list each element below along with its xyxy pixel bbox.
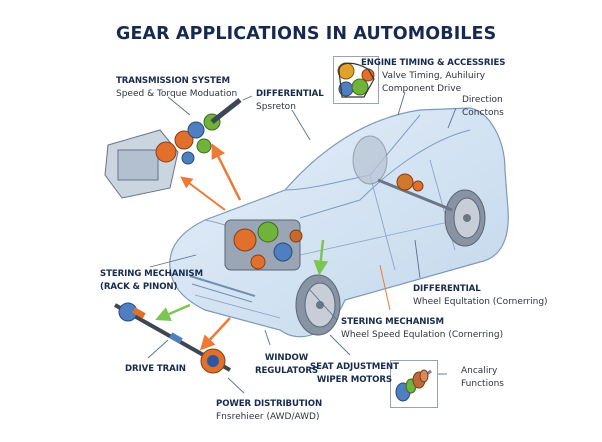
label-seat-adjustment: SEAT ADJUSTMENT WIPER MOTORS: [310, 361, 399, 387]
diagram-title: GEAR APPLICATIONS IN AUTOMOBILES: [116, 24, 497, 44]
label-line2: REGULATORS: [255, 366, 318, 376]
rear-differential-gear: [377, 173, 453, 212]
label-transmission-system: TRANSMISSION SYSTEM Speed & Torque Modua…: [116, 75, 237, 101]
rear-wheel-far: [352, 135, 388, 185]
label-heading: STERING MECHANISM: [341, 317, 444, 327]
label-heading: TRANSMISSION SYSTEM: [116, 76, 230, 86]
label-drive-train: DRIVE TRAIN: [125, 363, 186, 376]
gear-shaft-icon: [395, 369, 432, 402]
label-line1: WINDOW: [264, 353, 309, 363]
label-line1: SEAT ADJUSTMENT: [310, 362, 399, 372]
label-line1: Ancaliry: [461, 366, 498, 376]
label-engine-timing-sub: Valve Timing, Auhiluiry Component Drive: [382, 70, 485, 96]
label-sub: Wheel Speed Equlation (Cornerring): [341, 330, 504, 340]
label-heading: DIFFERENTIAL: [256, 89, 324, 99]
label-sub-line1: Valve Timing, Auhiluiry: [382, 71, 486, 81]
label-differential-right: DIFFERENTIAL Wheel Equltation (Cornerrin…: [413, 283, 548, 309]
label-heading: POWER DISTRIBUTION: [216, 399, 323, 409]
label-differential-top: DIFFERENTIAL Spsreton: [256, 88, 324, 114]
label-heading: ENGINE TIMING & ACCESSRIES: [361, 58, 506, 68]
leader-orange: [379, 264, 391, 311]
label-sub: Speed & Torque Moduation: [116, 89, 238, 99]
label-steering-wheel-speed: STERING MECHANISM Wheel Speed Equlation …: [341, 316, 503, 342]
label-ancillary-functions: Ancaliry Functions: [461, 365, 504, 391]
arrow-green-front: [313, 239, 329, 276]
label-line1: STERING MECHANISM: [100, 269, 203, 279]
ancillary-thumbnail: [390, 360, 438, 408]
label-sub: Fnsrehieer (AWD/AWD): [216, 412, 320, 422]
arrow-to-gearset: [211, 143, 242, 201]
engine-timing-thumbnail: [333, 56, 379, 104]
engine-gears: [224, 219, 303, 271]
rear-wheel: [444, 189, 486, 247]
label-window-regulators: WINDOW REGULATORS: [255, 352, 318, 378]
label-power-distribution: POWER DISTRIBUTION Fnsrehieer (AWD/AWD): [216, 398, 322, 424]
leader-lines: [147, 91, 457, 394]
label-steering-rack: STERING MECHANISM (RACK & PINON): [100, 268, 203, 294]
belt-drive-icon: [337, 62, 375, 98]
label-sub: Spsreton: [256, 102, 296, 112]
label-line2: Functions: [461, 379, 504, 389]
label-sub: Wheel Equltation (Cornerring): [413, 297, 548, 307]
label-direction-controls: Direction Conctons: [462, 94, 504, 120]
label-sub-line2: Component Drive: [382, 84, 462, 94]
label-line2: (RACK & PINON): [100, 282, 178, 292]
label-heading: DIFFERENTIAL: [413, 284, 481, 294]
label-engine-timing: ENGINE TIMING & ACCESSRIES: [361, 57, 505, 70]
drive-shaft: [114, 302, 231, 374]
transmission-assembly: [104, 98, 242, 199]
label-heading: DRIVE TRAIN: [125, 364, 186, 374]
label-line1: Direction: [462, 95, 503, 105]
label-line2: WIPER MOTORS: [316, 375, 392, 385]
arrow-to-power-distribution: [199, 317, 231, 351]
arrow-to-drive-shaft: [155, 303, 191, 321]
label-line2: Conctons: [462, 108, 504, 118]
front-wheel: [295, 274, 341, 336]
arrow-to-transmission: [180, 176, 226, 211]
